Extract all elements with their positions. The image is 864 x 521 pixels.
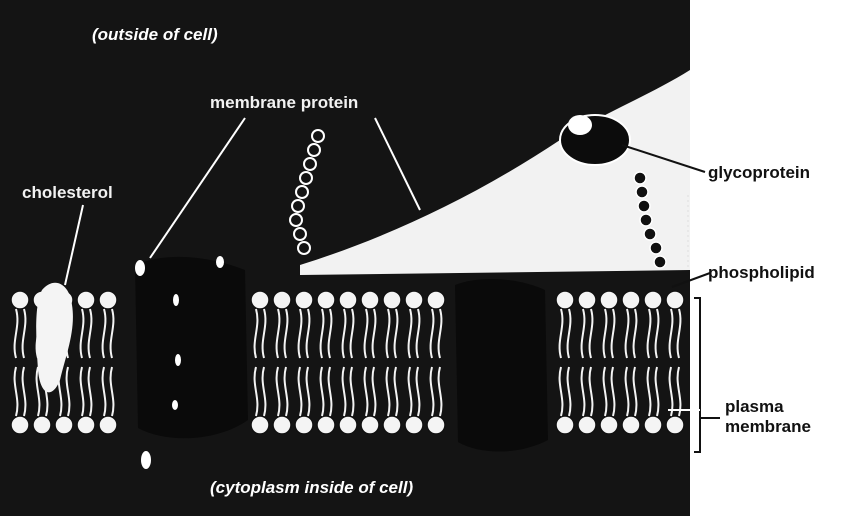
outside-cell-label: (outside of cell) (92, 25, 218, 44)
glycoprotein-highlight (568, 115, 592, 135)
membrane-protein-second (455, 279, 548, 452)
phospholipid-head (295, 416, 313, 434)
phospholipid-head (622, 416, 640, 434)
phospholipid-head (361, 291, 379, 309)
phospholipid-head (644, 291, 662, 309)
phospholipid-head (251, 291, 269, 309)
plasma-membrane-label-line2: membrane (725, 417, 811, 436)
phospholipid-head (666, 291, 684, 309)
phospholipid-head (600, 291, 618, 309)
membrane-protein-channel (135, 257, 248, 438)
phospholipid-head (361, 416, 379, 434)
phospholipid-head (99, 291, 117, 309)
phospholipid-head (556, 291, 574, 309)
phospholipid-head (317, 416, 335, 434)
cholesterol-label: cholesterol (22, 183, 113, 202)
phospholipid-head (405, 291, 423, 309)
phospholipid-head (11, 291, 29, 309)
phospholipid-head (11, 416, 29, 434)
cytoplasm-label: (cytoplasm inside of cell) (210, 478, 413, 497)
phospholipid-head (295, 291, 313, 309)
phospholipid-head (251, 416, 269, 434)
plasma-membrane-label-line1: plasma (725, 397, 784, 416)
phospholipid-head (405, 416, 423, 434)
phospholipid-head (99, 416, 117, 434)
phospholipid-head (55, 416, 73, 434)
phospholipid-head (427, 416, 445, 434)
phospholipid-head (600, 416, 618, 434)
phospholipid-head (339, 416, 357, 434)
phospholipid-head (578, 416, 596, 434)
phospholipid-head (77, 291, 95, 309)
phospholipid-head (666, 416, 684, 434)
phospholipid-label: phospholipid (708, 263, 815, 282)
phospholipid-head (556, 416, 574, 434)
phospholipid-head (383, 416, 401, 434)
phospholipid-head (317, 291, 335, 309)
phospholipid-head (273, 291, 291, 309)
phospholipid-head (578, 291, 596, 309)
phospholipid-head (622, 291, 640, 309)
phospholipid-head (339, 291, 357, 309)
glycoprotein-label: glycoprotein (708, 163, 810, 182)
phospholipid-head (273, 416, 291, 434)
phospholipid-head (644, 416, 662, 434)
phospholipid-head (427, 291, 445, 309)
phospholipid-head (383, 291, 401, 309)
phospholipid-head (77, 416, 95, 434)
label-panel (690, 0, 864, 516)
membrane-protein-label: membrane protein (210, 93, 358, 112)
phospholipid-head (33, 416, 51, 434)
